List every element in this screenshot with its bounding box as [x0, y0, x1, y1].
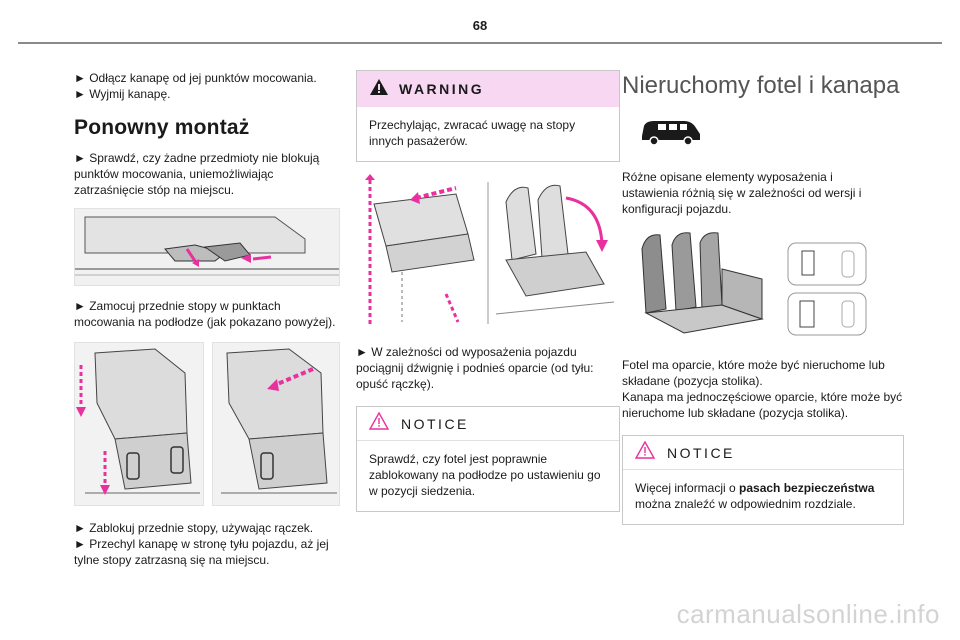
step-lock-feet: ► Zablokuj przednie stopy, używając rącz…	[74, 521, 314, 535]
header-rule	[18, 42, 942, 44]
notice-header-middle: NOTICE	[357, 407, 619, 441]
seat-description: Fotel ma oparcie, które może być nieruch…	[622, 358, 885, 388]
notice-triangle-icon	[368, 411, 390, 435]
illustration-seats-layout	[622, 229, 904, 347]
step-check-anchors: ► Sprawdź, czy żadne przedmioty nie blok…	[74, 151, 320, 197]
page-title: Nieruchomy fotel i kanapa	[622, 72, 900, 99]
column-right: Nieruchomy fotel i kanapa Różne opisane …	[622, 70, 904, 525]
van-icon	[638, 116, 904, 151]
step-fasten-feet: ► Zamocuj przednie stopy w punktach moco…	[74, 299, 336, 329]
notice-header-right: NOTICE	[623, 436, 903, 470]
step-pull-lever: ► W zależności od wyposażenia pojazdu po…	[356, 345, 594, 391]
step-tilt-bench: ► Przechyl kanapę w stronę tyłu pojazdu,…	[74, 537, 329, 567]
notice-triangle-icon	[634, 440, 656, 464]
warning-text: Przechylając, zwracać uwagę na stopy inn…	[369, 118, 576, 148]
column-left: ► Odłącz kanapę od jej punktów mocowania…	[74, 70, 340, 568]
versions-intro: Różne opisane elementy wyposażenia i ust…	[622, 170, 862, 216]
warning-title: WARNING	[399, 81, 485, 97]
notice-box-middle: NOTICE Sprawdź, czy fotel jest poprawnie…	[356, 406, 620, 512]
watermark: carmanualsonline.info	[676, 599, 940, 629]
bench-description: Kanapa ma jednoczęściowe oparcie, które …	[622, 390, 903, 420]
intro-line-2: ► Wyjmij kanapę.	[74, 87, 171, 101]
notice-text-right: Więcej informacji o pasach bezpieczeństw…	[623, 470, 903, 524]
illustration-lock-feet-pair	[74, 342, 340, 506]
notice-prefix: Więcej informacji o	[635, 481, 740, 495]
section-heading: Ponowny montaż	[74, 116, 250, 139]
warning-box: WARNING Przechylając, zwracać uwagę na s…	[356, 70, 620, 162]
page-number: 68	[472, 18, 488, 33]
notice-link-seatbelts: pasach bezpieczeństwa	[739, 481, 875, 495]
illustration-seats	[622, 229, 772, 347]
illustration-backrest-fold	[356, 174, 620, 332]
notice-box-right: NOTICE Więcej informacji o pasach bezpie…	[622, 435, 904, 525]
notice-text-middle: Sprawdź, czy fotel jest poprawnie zablok…	[369, 452, 601, 498]
illustration-lock-feet-right	[212, 342, 340, 506]
notice-title-middle: NOTICE	[401, 415, 469, 432]
illustration-floorplan	[782, 239, 872, 343]
column-middle: WARNING Przechylając, zwracać uwagę na s…	[356, 70, 620, 512]
warning-triangle-icon	[369, 78, 389, 101]
illustration-lock-feet-left	[74, 342, 204, 506]
notice-title-right: NOTICE	[667, 444, 735, 461]
warning-header: WARNING	[357, 71, 619, 107]
notice-suffix: można znaleźć w odpowiednim rozdziale.	[635, 497, 856, 511]
intro-line-1: ► Odłącz kanapę od jej punktów mocowania…	[74, 71, 317, 85]
illustration-floor-anchors	[74, 208, 340, 286]
